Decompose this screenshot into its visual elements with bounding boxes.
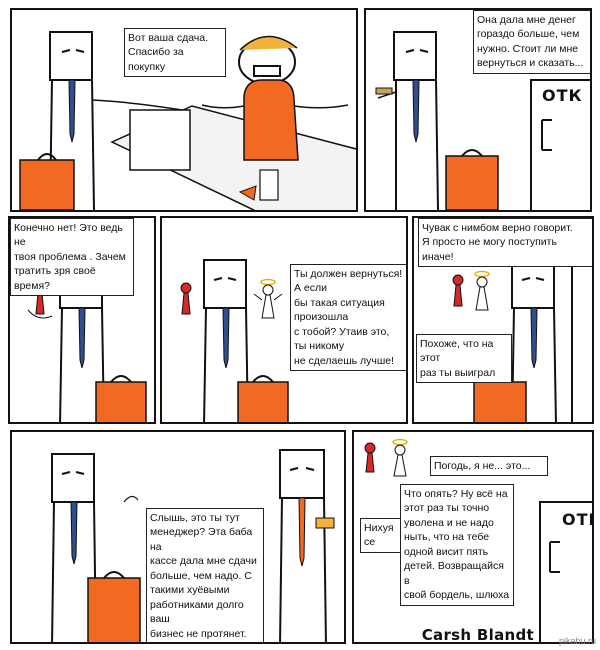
panel-7: ОТК Погодь, я не... это... Нихуя се Что … — [352, 430, 594, 644]
speech-bubble-cashier-protest: Погодь, я не... это... — [430, 456, 548, 477]
site-watermark: pikabu.ru — [558, 636, 596, 646]
panel-6: Слышь, это ты тут менеджер? Эта баба на … — [10, 430, 346, 644]
panel-1-art — [19, 31, 356, 210]
panel-5: Чувак с нимбом верно говорит. Я просто н… — [412, 216, 594, 424]
panel-2-art — [375, 31, 590, 210]
panel-4-art — [180, 259, 289, 422]
speech-bubble-cashier: Вот ваша сдача. Спасибо за покупку — [124, 28, 226, 78]
panel-4: Ты должен вернуться! А если бы такая сит… — [160, 216, 408, 424]
thought-bubble-man: Она дала мне денег гораздо больше, чем н… — [473, 10, 590, 74]
panel-1: Вот ваша сдача. Спасибо за покупку — [10, 8, 358, 212]
panel-3: Конечно нет! Это ведь не твоя проблема .… — [8, 216, 156, 424]
speech-bubble-angel: Ты должен вернуться! А если бы такая сит… — [290, 264, 406, 372]
door-sign-otk-2: ОТК — [562, 510, 592, 529]
panel-7-art — [364, 438, 592, 642]
speech-bubble-manager: Что опять? Ну всё на этот раз ты точно у… — [400, 484, 514, 606]
speech-bubble-devil: Конечно нет! Это ведь не твоя проблема .… — [10, 218, 134, 297]
author-signature: Carsh Blandt — [421, 626, 534, 644]
speech-bubble-devil-defeat: Похоже, что на этот раз ты выиграл — [416, 334, 512, 384]
panel-6-art — [51, 449, 335, 642]
panel-5-art — [452, 257, 592, 422]
panel-2: ОТК Она дала мне денег гораздо больше, ч… — [364, 8, 592, 212]
door-sign-otk: ОТК — [542, 86, 583, 105]
speech-bubble-complaint: Слышь, это ты тут менеджер? Эта баба на … — [146, 508, 264, 642]
speech-bubble-man: Чувак с нимбом верно говорит. Я просто н… — [418, 218, 592, 268]
